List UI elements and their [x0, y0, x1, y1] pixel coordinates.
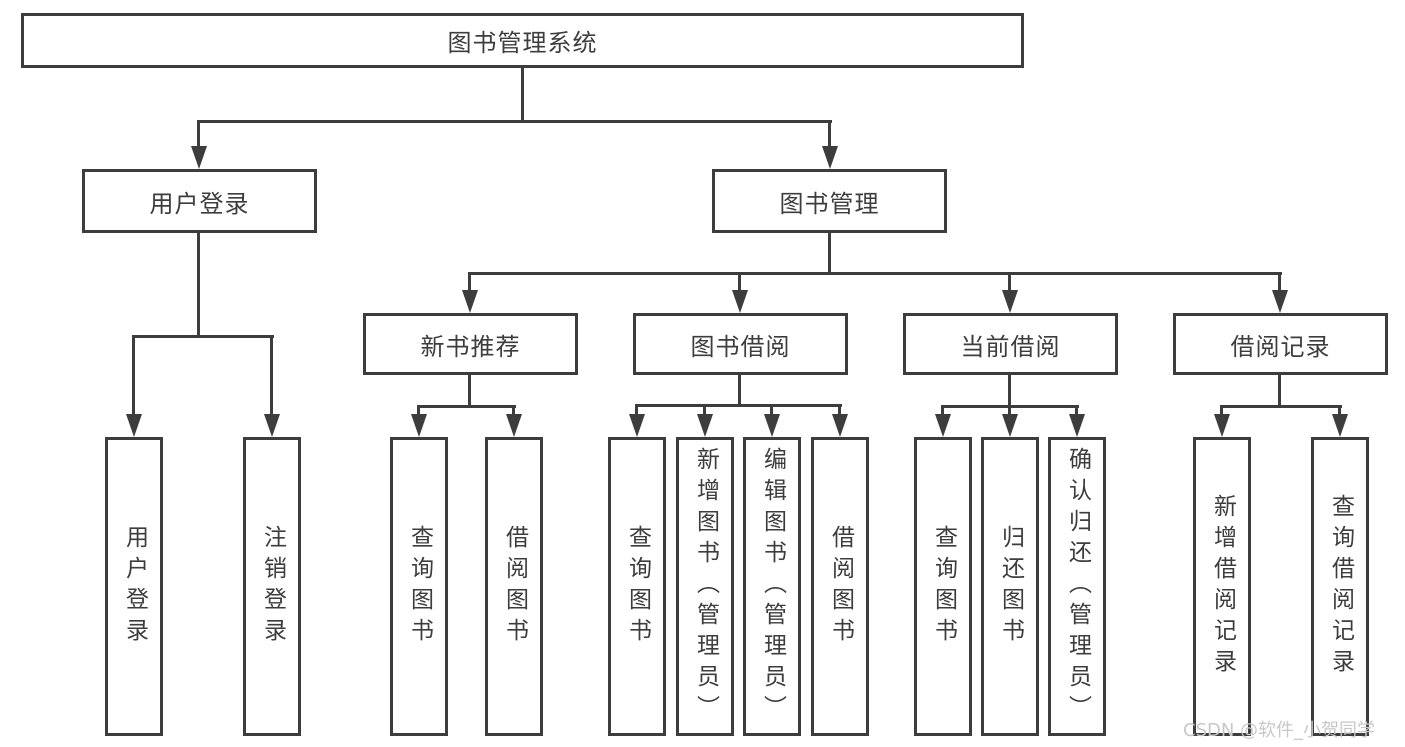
node-borrowing-records: 借阅记录: [1173, 313, 1388, 375]
leaf-edit-book-admin: 编辑图书（管理员）: [743, 437, 801, 736]
connector-line: [197, 120, 832, 123]
connector-line: [828, 233, 831, 274]
leaf-return-book: 归还图书: [981, 437, 1039, 736]
leaf-return-book-label: 归还图书: [997, 524, 1024, 649]
leaf-query-borrow-record: 查询借阅记录: [1311, 437, 1369, 736]
connector-line: [1008, 405, 1011, 419]
leaf-confirm-return-admin-label: 确认归还（管理员）: [1064, 447, 1091, 726]
connector-line: [703, 404, 706, 418]
arrowhead-down-icon: [935, 414, 951, 437]
node-current-borrowing-label: 当前借阅: [960, 332, 1061, 361]
arrowhead-down-icon: [1069, 414, 1085, 437]
connector-line: [197, 233, 200, 337]
connector-line: [635, 404, 638, 418]
arrowhead-down-icon: [1272, 290, 1288, 313]
leaf-query-books-recommend: 查询图书: [390, 437, 448, 736]
connector-line: [417, 405, 516, 408]
leaf-borrow-books-borrowing: 借阅图书: [811, 437, 869, 736]
leaf-query-borrow-record-label: 查询借阅记录: [1327, 493, 1354, 680]
connector-line: [941, 405, 944, 419]
connector-line: [1008, 375, 1011, 407]
leaf-borrow-books-recommend: 借阅图书: [485, 437, 543, 736]
connector-line: [770, 404, 773, 418]
arrowhead-down-icon: [697, 414, 713, 437]
arrowhead-down-icon: [1002, 290, 1018, 313]
connector-line: [132, 335, 274, 338]
connector-line: [132, 335, 135, 420]
leaf-user-login-label: 用户登录: [121, 524, 148, 649]
connector-line: [521, 67, 524, 122]
leaf-borrow-books-recommend-label: 借阅图书: [501, 524, 528, 649]
leaf-logout-label: 注销登录: [259, 524, 286, 649]
arrowhead-down-icon: [629, 414, 645, 437]
node-new-book-recommend: 新书推荐: [363, 313, 578, 375]
node-root: 图书管理系统: [21, 13, 1024, 68]
connector-line: [828, 120, 831, 150]
leaf-add-borrow-record: 新增借阅记录: [1193, 437, 1251, 736]
leaf-query-books-current-label: 查询图书: [930, 524, 957, 649]
connector-line: [468, 375, 471, 407]
connector-line: [417, 405, 420, 419]
leaf-add-book-admin-label: 新增图书（管理员）: [692, 447, 719, 726]
connector-line: [635, 404, 842, 407]
connector-line: [1278, 375, 1281, 407]
leaf-confirm-return-admin: 确认归还（管理员）: [1048, 437, 1106, 736]
connector-line: [1338, 405, 1341, 419]
arrowhead-down-icon: [411, 414, 427, 437]
connector-line: [1278, 272, 1281, 296]
connector-line: [512, 405, 515, 419]
arrowhead-down-icon: [126, 414, 142, 437]
leaf-logout: 注销登录: [243, 437, 301, 736]
arrowhead-down-icon: [462, 290, 478, 313]
arrowhead-down-icon: [822, 146, 838, 169]
connector-line: [738, 375, 741, 407]
connector-line: [468, 272, 471, 296]
node-book-management-label: 图书管理: [779, 189, 880, 218]
leaf-edit-book-admin-label: 编辑图书（管理员）: [759, 447, 786, 726]
arrowhead-down-icon: [264, 414, 280, 437]
leaf-query-books-recommend-label: 查询图书: [406, 524, 433, 649]
node-new-book-recommend-label: 新书推荐: [420, 332, 521, 361]
arrowhead-down-icon: [832, 414, 848, 437]
watermark: CSDN @软件_小贺同学: [1183, 720, 1376, 741]
node-root-label: 图书管理系统: [447, 29, 598, 57]
node-user-login-label: 用户登录: [149, 189, 250, 218]
leaf-add-borrow-record-label: 新增借阅记录: [1209, 493, 1236, 680]
leaf-query-books-borrowing: 查询图书: [608, 437, 666, 736]
connector-line: [838, 404, 841, 418]
node-current-borrowing: 当前借阅: [903, 313, 1118, 375]
leaf-query-books-borrowing-label: 查询图书: [624, 524, 651, 649]
connector-line: [1008, 272, 1011, 296]
arrowhead-down-icon: [506, 414, 522, 437]
node-book-borrowing-label: 图书借阅: [690, 332, 791, 361]
node-borrowing-records-label: 借阅记录: [1230, 332, 1331, 361]
node-book-borrowing: 图书借阅: [633, 313, 848, 375]
connector-line: [1075, 405, 1078, 419]
node-book-management: 图书管理: [712, 169, 947, 233]
connector-line: [468, 272, 1282, 275]
connector-line: [738, 272, 741, 296]
arrowhead-down-icon: [764, 414, 780, 437]
connector-line: [197, 120, 200, 150]
leaf-borrow-books-borrowing-label: 借阅图书: [827, 524, 854, 649]
arrowhead-down-icon: [1214, 414, 1230, 437]
arrowhead-down-icon: [732, 290, 748, 313]
arrowhead-down-icon: [1002, 414, 1018, 437]
node-user-login: 用户登录: [82, 169, 317, 233]
arrowhead-down-icon: [1332, 414, 1348, 437]
connector-line: [270, 335, 273, 420]
leaf-add-book-admin: 新增图书（管理员）: [676, 437, 734, 736]
leaf-user-login: 用户登录: [105, 437, 163, 736]
arrowhead-down-icon: [191, 146, 207, 169]
connector-line: [1220, 405, 1223, 419]
connector-line: [1220, 405, 1342, 408]
leaf-query-books-current: 查询图书: [914, 437, 972, 736]
